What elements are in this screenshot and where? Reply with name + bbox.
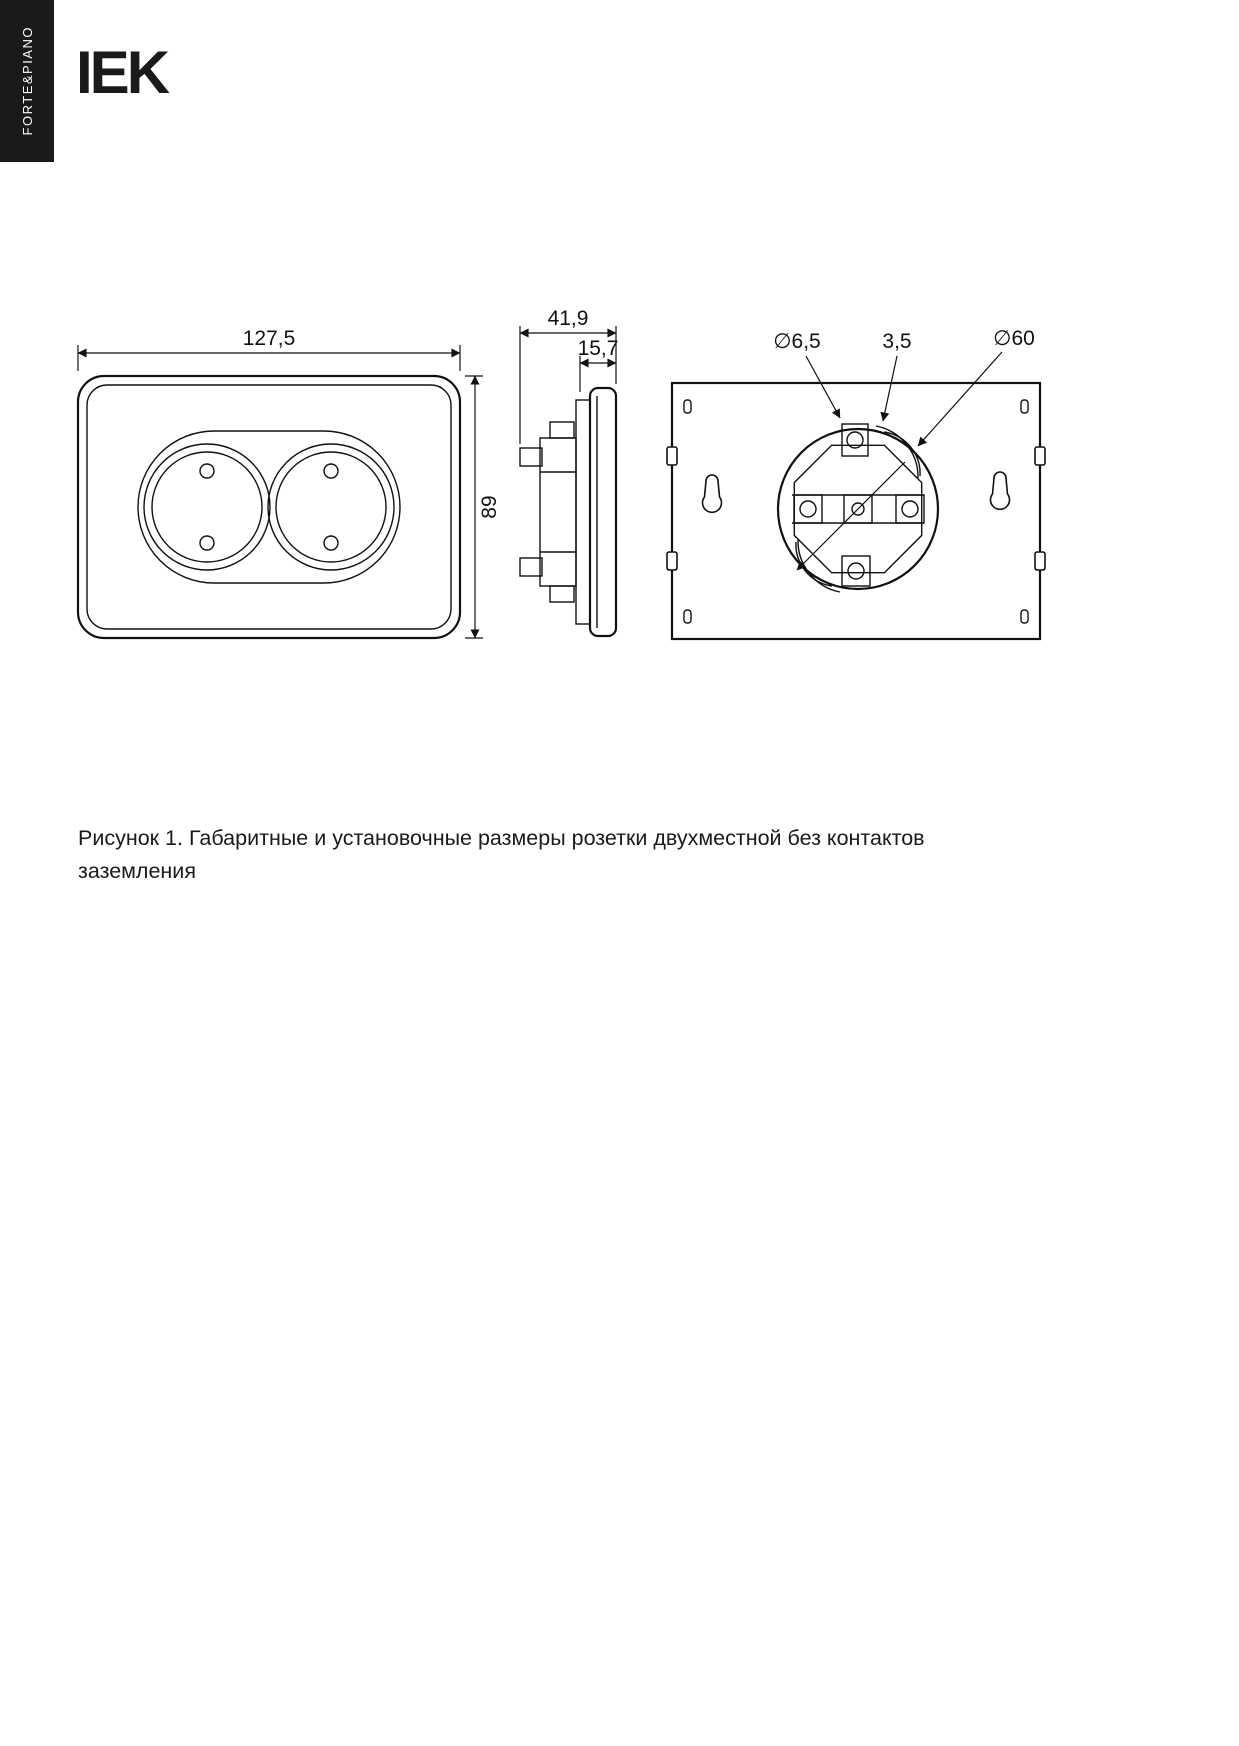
dim-claw-offset-value: 3,5 <box>882 330 911 353</box>
dim-side-cover-depth: 15,7 <box>578 337 619 392</box>
dim-side-cover-depth-value: 15,7 <box>578 337 619 360</box>
dim-claw-offset: 3,5 <box>880 330 912 422</box>
dim-box-diameter: ∅60 <box>796 327 1035 571</box>
dim-side-depth: 41,9 <box>519 307 617 444</box>
dim-front-width: 127,5 <box>77 327 461 371</box>
side-view-drawing: 41,9 15,7 <box>519 307 619 638</box>
socket-aperture-left <box>143 443 271 571</box>
dim-front-width-value: 127,5 <box>243 327 296 350</box>
front-view-drawing: 127,5 89 <box>76 327 501 640</box>
dimension-drawing: 127,5 89 41,9 15,7 <box>76 307 1046 641</box>
keyhole-slot-left <box>701 474 723 514</box>
series-sidebar: FORTE&PIANO <box>0 0 54 162</box>
dim-hole-diameter-value: ∅6,5 <box>773 330 821 353</box>
iek-logo: IEK <box>76 39 170 106</box>
dim-box-diameter-value: ∅60 <box>993 327 1035 350</box>
dim-hole-diameter: ∅6,5 <box>773 330 841 419</box>
dim-front-height: 89 <box>465 375 501 639</box>
dim-side-depth-value: 41,9 <box>548 307 589 330</box>
figure-caption: Рисунок 1. Габаритные и установочные раз… <box>78 825 925 883</box>
back-view-drawing: ∅6,5 3,5 ∅60 <box>666 327 1046 641</box>
keyhole-slot-right <box>989 471 1011 511</box>
mechanism-back <box>776 423 940 593</box>
socket-aperture-right <box>267 443 395 571</box>
dim-front-height-value: 89 <box>478 495 501 518</box>
